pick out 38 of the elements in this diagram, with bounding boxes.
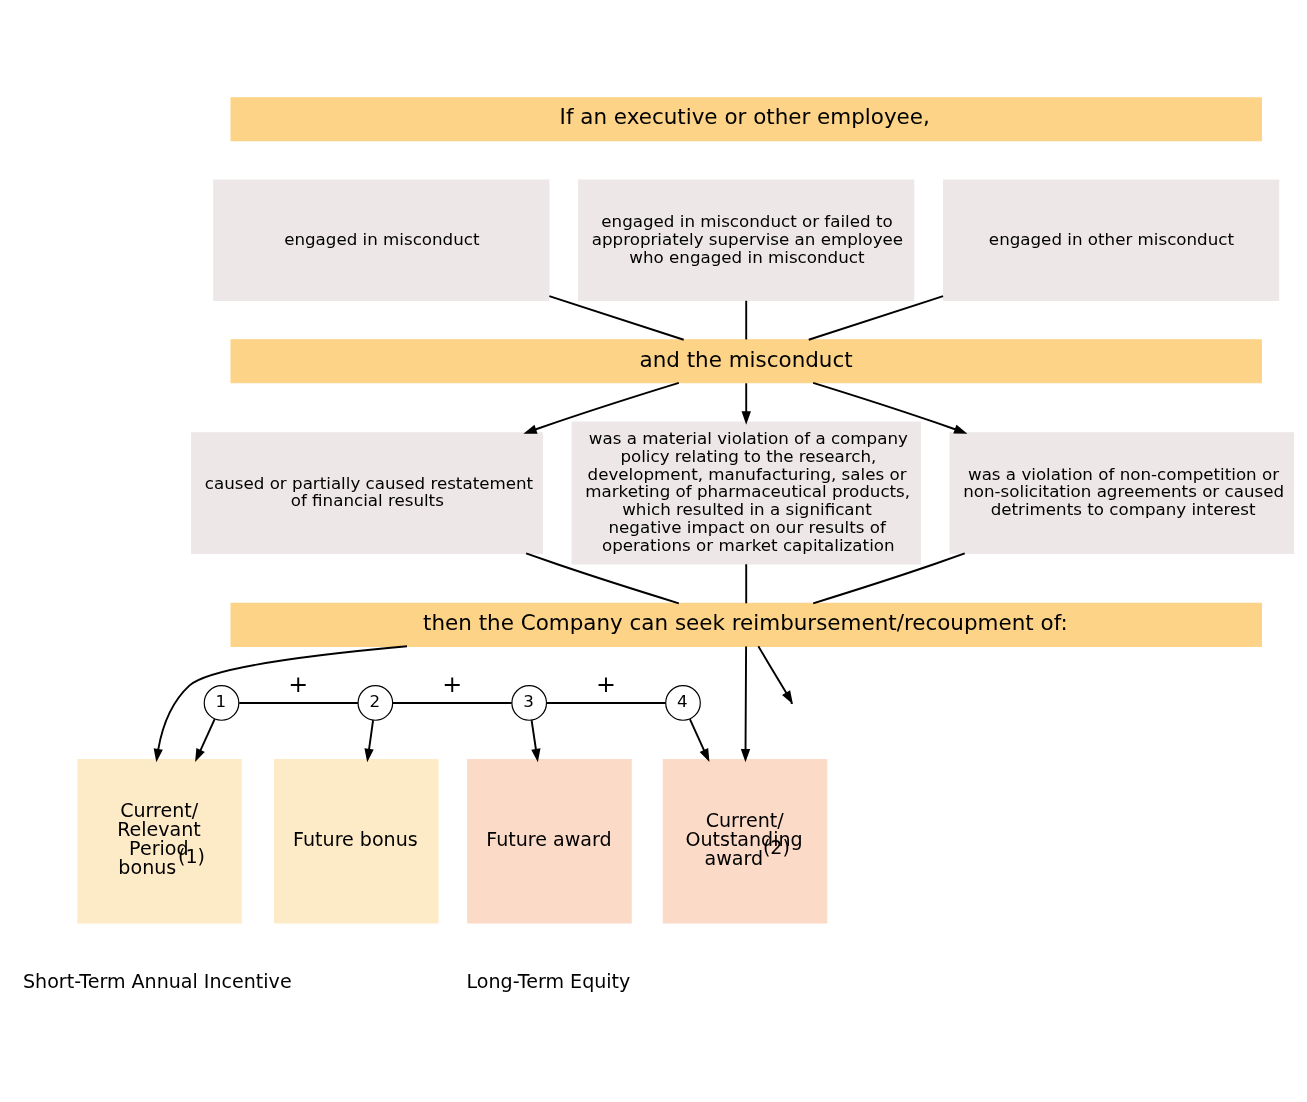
- connector: [548, 294, 685, 341]
- arrow: [688, 717, 710, 762]
- edge-label: +: [288, 669, 309, 698]
- edge-label: +: [442, 669, 463, 698]
- node-box: caused or partially caused restatement of financial results: [191, 431, 543, 554]
- node-box: Future award: [467, 758, 632, 924]
- node-box: If an executive or other employee,: [230, 96, 1262, 141]
- node-box: engaged in misconduct or failed to appropriately supervise an employee who engaged in misconduct: [578, 178, 915, 301]
- edge-label: +: [595, 669, 616, 698]
- node-circle: 1: [203, 684, 240, 721]
- node-box: was a material violation of a company policy relating to the research, development, manufacturing, sales or marketing of pharmaceutical products, which resulted in a significant negative impact on our results of operations or market capitalization: [571, 421, 921, 565]
- arrow: [740, 645, 751, 762]
- node-box: then the Company can seek reimbursement/recoupment of:: [230, 602, 1262, 647]
- connector: [525, 551, 680, 604]
- arrow: [153, 644, 408, 762]
- node-box: and the misconduct: [230, 338, 1262, 383]
- connector: [392, 701, 513, 704]
- connector: [545, 701, 667, 704]
- arrow: [741, 381, 751, 425]
- connector: [745, 299, 748, 340]
- node-box: was a violation of non-competition or non-solicitation agreements or caused detriments to company interest: [949, 431, 1295, 554]
- connector: [812, 552, 966, 604]
- node-circle: 2: [357, 684, 394, 721]
- arrow: [195, 717, 216, 762]
- connector: [238, 701, 359, 704]
- label: Short-Term Annual Incentive: [22, 969, 292, 992]
- connector: [807, 294, 945, 341]
- node-box: engaged in other misconduct: [942, 178, 1280, 301]
- node-circle: 4: [665, 684, 701, 721]
- arrow: [523, 381, 680, 434]
- connector: [745, 562, 748, 604]
- label: Long-Term Equity: [466, 969, 631, 992]
- node-circle: 3: [511, 684, 548, 721]
- node-box: Future bonus: [274, 758, 439, 924]
- arrow: [812, 381, 968, 434]
- node-box: engaged in misconduct: [213, 178, 550, 301]
- arrow: [364, 718, 375, 762]
- arrow: [530, 718, 541, 762]
